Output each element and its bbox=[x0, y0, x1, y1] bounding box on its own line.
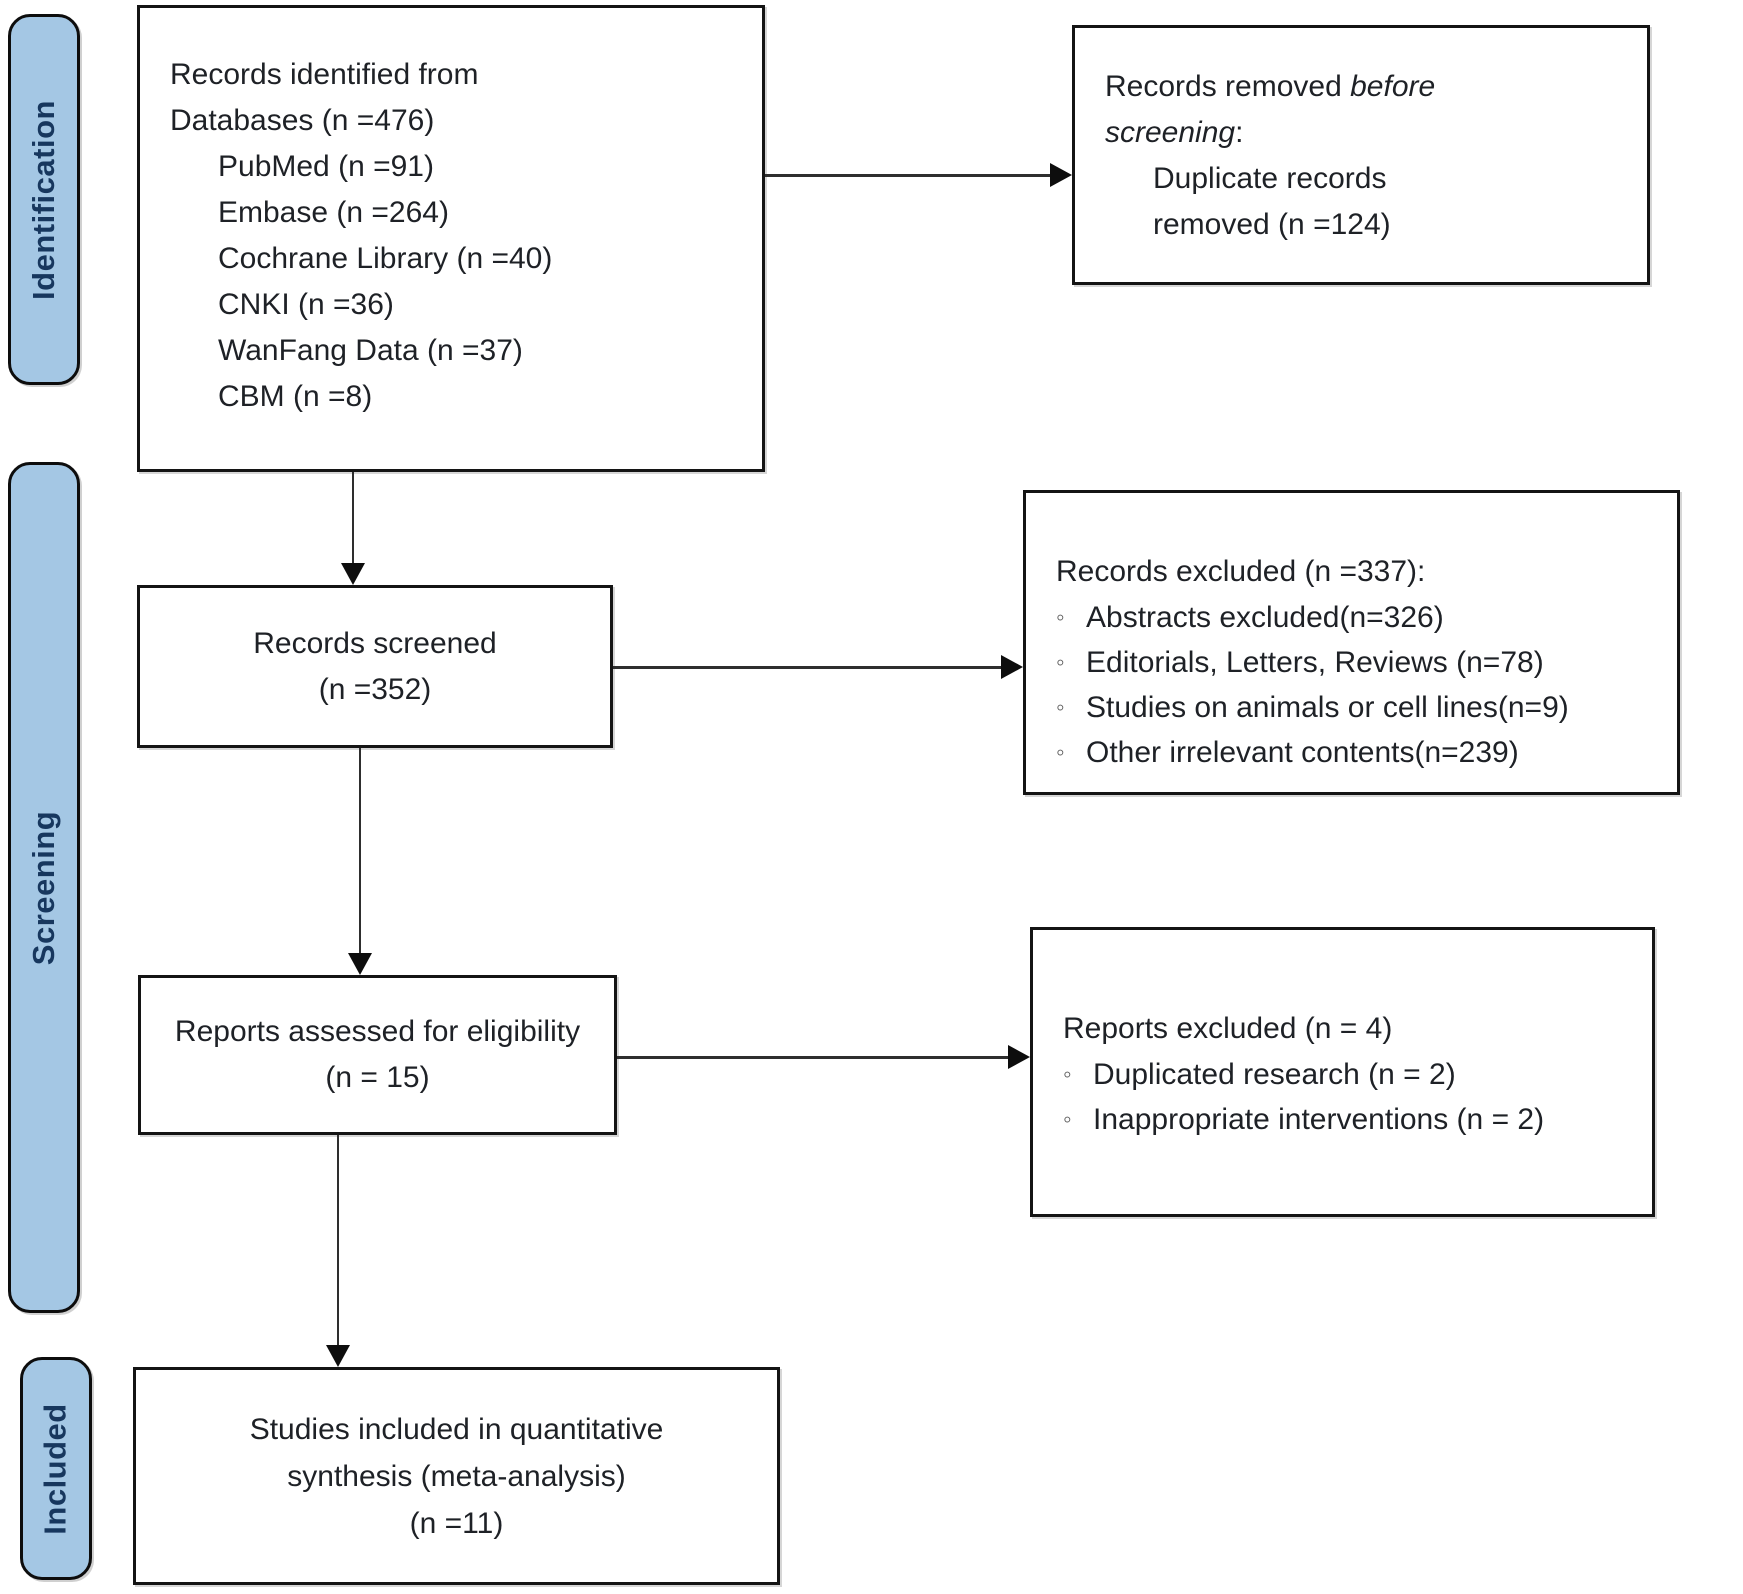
stage-included: Included bbox=[20, 1357, 92, 1580]
records-identified-line2: Databases (n =476) bbox=[170, 104, 435, 137]
records-identified-sources: PubMed (n =91) Embase (n =264) Cochrane Li… bbox=[218, 144, 744, 420]
records-screened-line2: (n =352) bbox=[318, 672, 432, 706]
stage-identification-label: Identification bbox=[26, 99, 62, 300]
records-excluded-title: Records excluded (n =337): bbox=[1056, 555, 1426, 588]
database-source-item: PubMed (n =91) bbox=[218, 150, 434, 183]
stage-included-label: Included bbox=[38, 1402, 74, 1535]
arrowhead-right-icon bbox=[1050, 163, 1072, 187]
excluded-reason-item: Duplicated research (n = 2) bbox=[1063, 1052, 1640, 1097]
box-reports-excluded: Reports excluded (n = 4) Duplicated rese… bbox=[1030, 927, 1655, 1217]
box-records-identified: Records identified from Databases (n =47… bbox=[137, 5, 765, 472]
records-removed-line1-italic: before bbox=[1350, 70, 1436, 103]
database-source-item: Cochrane Library (n =40) bbox=[218, 242, 553, 275]
studies-included-line2: synthesis (meta-analysis) bbox=[287, 1459, 626, 1493]
records-removed-line1: Records removed before bbox=[1105, 64, 1633, 110]
database-source-item: WanFang Data (n =37) bbox=[218, 334, 523, 367]
box-studies-included: Studies included in quantitative synthes… bbox=[133, 1367, 780, 1585]
records-removed-line2-suffix: : bbox=[1235, 116, 1244, 149]
reports-excluded-items: Duplicated research (n = 2)Inappropriate… bbox=[1063, 1052, 1640, 1142]
database-source-item: CNKI (n =36) bbox=[218, 288, 394, 321]
stage-screening-label: Screening bbox=[26, 810, 62, 965]
studies-included-line1: Studies included in quantitative bbox=[249, 1412, 664, 1446]
database-source-item: CBM (n =8) bbox=[218, 380, 373, 413]
box-reports-assessed: Reports assessed for eligibility (n = 15… bbox=[138, 975, 617, 1135]
excluded-reason-item: Other irrelevant contents(n=239) bbox=[1056, 730, 1665, 775]
arrowhead-down-icon bbox=[326, 1345, 350, 1367]
reports-excluded-title: Reports excluded (n = 4) bbox=[1063, 1012, 1393, 1045]
records-removed-line2: screening: bbox=[1105, 110, 1633, 156]
records-identified-line1: Records identified from bbox=[170, 58, 479, 91]
stage-identification: Identification bbox=[8, 14, 80, 385]
arrow-line bbox=[765, 174, 1054, 177]
excluded-reason-item: Editorials, Letters, Reviews (n=78) bbox=[1056, 640, 1665, 685]
arrowhead-down-icon bbox=[348, 953, 372, 975]
arrowhead-down-icon bbox=[341, 563, 365, 585]
arrow-line bbox=[617, 1056, 1012, 1059]
excluded-reason-item: Studies on animals or cell lines(n=9) bbox=[1056, 685, 1665, 730]
records-removed-line2-italic: screening bbox=[1105, 116, 1236, 149]
studies-included-line3: (n =11) bbox=[409, 1506, 504, 1540]
records-excluded-items: Abstracts excluded(n=326)Editorials, Let… bbox=[1056, 595, 1665, 775]
database-source-item: Embase (n =264) bbox=[218, 196, 449, 229]
arrowhead-right-icon bbox=[1001, 655, 1023, 679]
records-removed-line1-normal: Records removed bbox=[1105, 70, 1351, 103]
arrow-line bbox=[352, 472, 354, 567]
box-records-screened: Records screened (n =352) bbox=[137, 585, 613, 748]
records-screened-line1: Records screened bbox=[253, 626, 497, 660]
excluded-reason-item: Abstracts excluded(n=326) bbox=[1056, 595, 1665, 640]
box-records-removed: Records removed before screening: Duplic… bbox=[1072, 25, 1650, 285]
arrowhead-right-icon bbox=[1008, 1045, 1030, 1069]
stage-screening: Screening bbox=[8, 462, 80, 1313]
reports-assessed-line1: Reports assessed for eligibility bbox=[174, 1015, 581, 1048]
records-removed-detail2: removed (n =124) bbox=[1153, 208, 1391, 241]
records-removed-detail1: Duplicate records bbox=[1153, 162, 1387, 195]
reports-assessed-line2: (n = 15) bbox=[325, 1061, 430, 1094]
arrow-line bbox=[359, 748, 361, 957]
box-records-excluded: Records excluded (n =337): Abstracts exc… bbox=[1023, 490, 1680, 795]
arrow-line bbox=[613, 666, 1005, 669]
arrow-line bbox=[337, 1135, 339, 1349]
excluded-reason-item: Inappropriate interventions (n = 2) bbox=[1063, 1097, 1640, 1142]
